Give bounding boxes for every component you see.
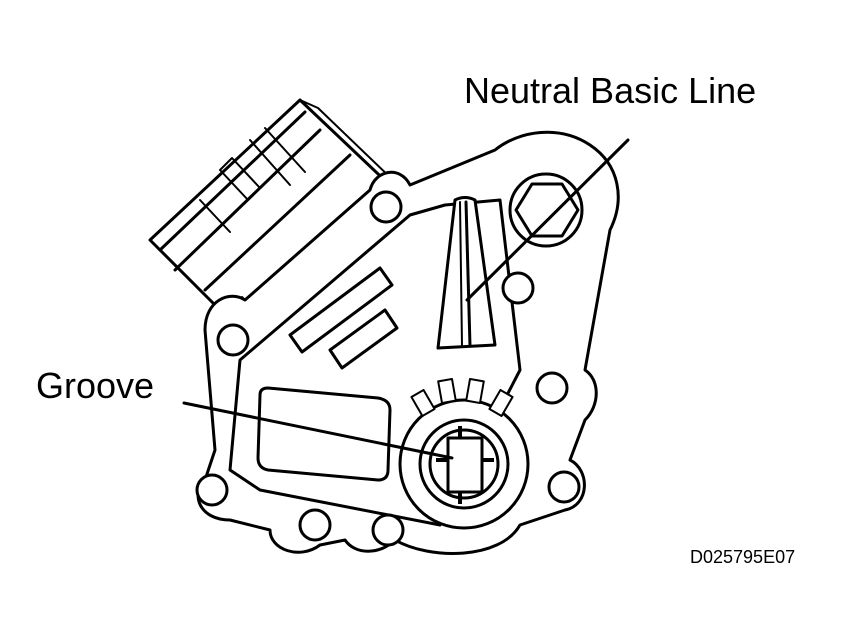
groove-leader xyxy=(182,401,454,460)
mount-hole-5 xyxy=(547,470,581,504)
groove-label: Groove xyxy=(36,365,154,406)
adjusting-bolt xyxy=(508,172,584,248)
mount-hole-4 xyxy=(535,371,569,405)
neutral-basic-line-leader xyxy=(465,138,630,302)
mount-hole-3 xyxy=(501,271,535,305)
figure-code: D025795E07 xyxy=(690,547,795,567)
mount-hole-2 xyxy=(369,190,403,224)
mount-hole-6 xyxy=(195,473,229,507)
mount-hole-1 xyxy=(216,323,250,357)
neutral-basic-line-plate xyxy=(436,196,497,350)
neutral-basic-line-label: Neutral Basic Line xyxy=(464,70,756,111)
mounting-holes xyxy=(195,190,581,547)
mount-hole-7 xyxy=(298,508,332,542)
manual-valve-shaft xyxy=(398,377,530,530)
mount-hole-8 xyxy=(371,513,405,547)
body-slots xyxy=(256,266,399,482)
